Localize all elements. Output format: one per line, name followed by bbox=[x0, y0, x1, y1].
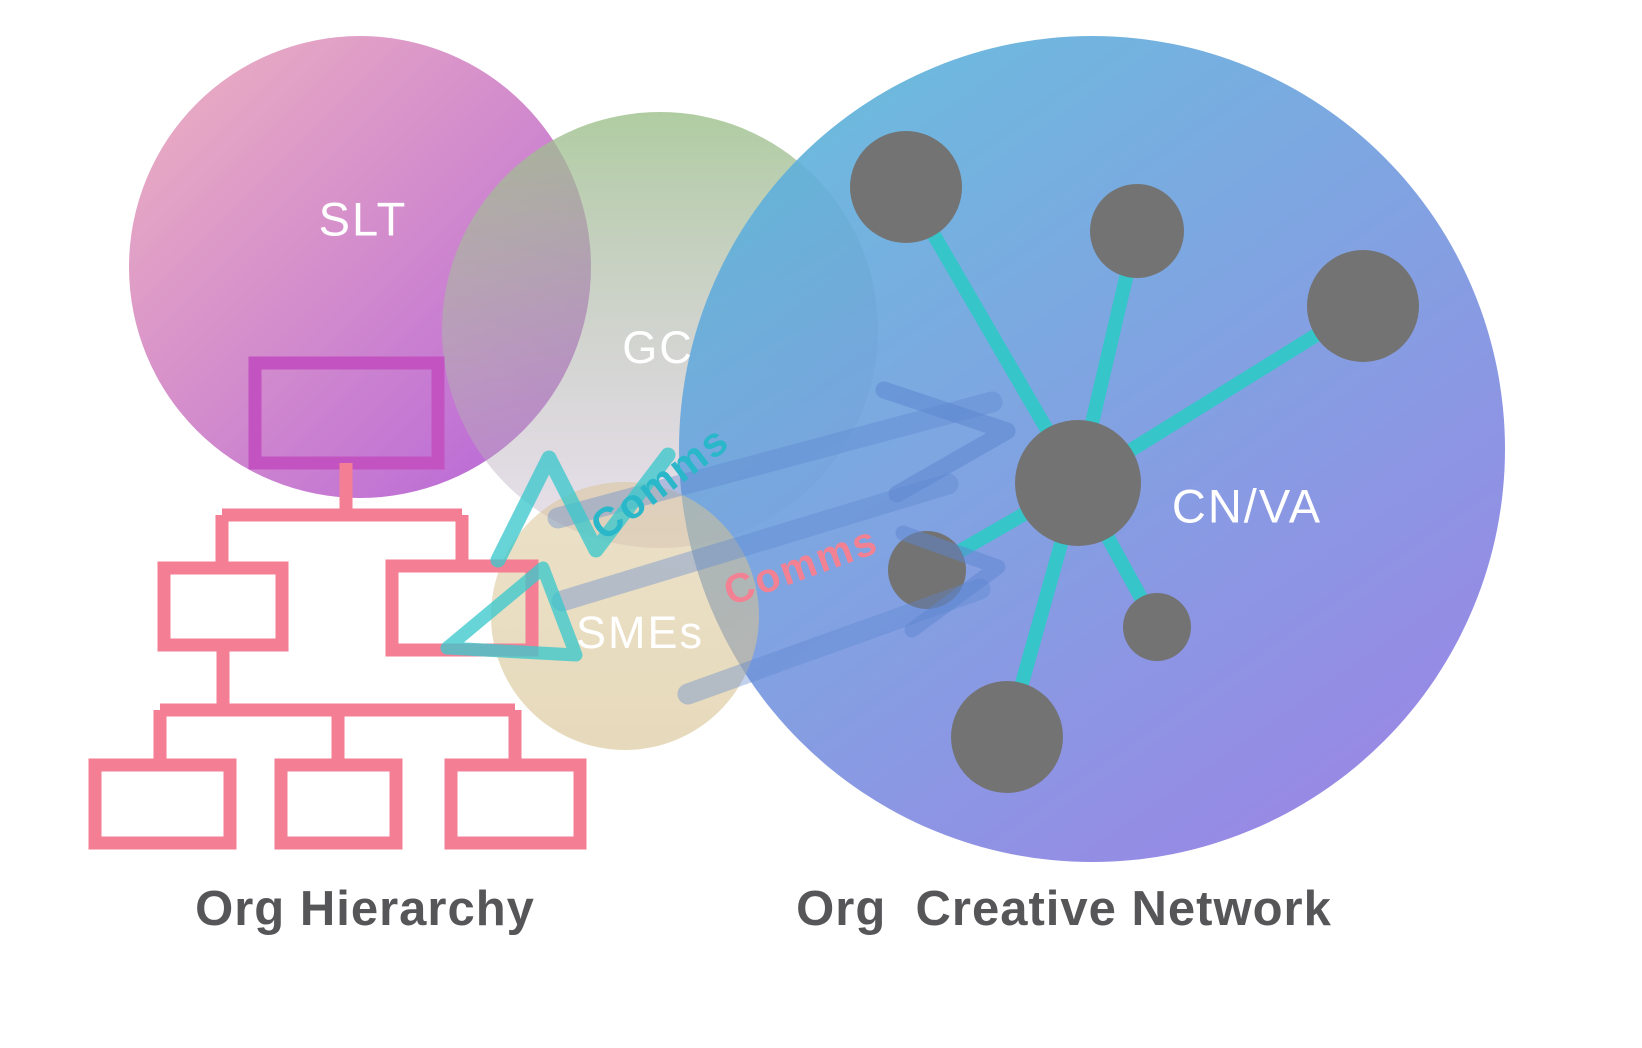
teal-arrowhead-icon bbox=[440, 561, 583, 662]
blue-arrow-shaft bbox=[551, 473, 959, 612]
cnva-label: CN/VA bbox=[1171, 479, 1323, 533]
teal-arrow-zigzag bbox=[490, 447, 676, 568]
comms-arrow-teal bbox=[440, 447, 676, 662]
network-node bbox=[850, 131, 962, 243]
network-edges bbox=[899, 180, 1370, 744]
org-chart-connector-upper bbox=[215, 463, 469, 568]
blue-arrowhead-icon bbox=[895, 525, 1006, 638]
creative-network-graph bbox=[850, 131, 1419, 793]
smes-circle bbox=[491, 482, 759, 750]
org-chart-bottom-middle-box bbox=[274, 758, 403, 850]
org-chart-connector-lower bbox=[153, 645, 522, 765]
org-chart-mid-left-box bbox=[157, 561, 289, 652]
caption-org-hierarchy: Org Hierarchy bbox=[195, 882, 535, 936]
blue-arrow-shaft bbox=[677, 578, 991, 705]
gc-label: GC bbox=[622, 322, 694, 373]
smes-label: SMEs bbox=[575, 607, 705, 658]
caption-org-creative-network: Org Creative Network bbox=[796, 882, 1332, 936]
org-chart-bottom-right-box bbox=[444, 758, 587, 850]
network-node bbox=[1123, 593, 1191, 661]
blue-arrowhead-icon bbox=[875, 381, 1016, 503]
network-node bbox=[1090, 184, 1184, 278]
org-hierarchy-chart bbox=[88, 356, 587, 850]
network-node bbox=[1307, 250, 1419, 362]
network-node bbox=[951, 681, 1063, 793]
slt-label: SLT bbox=[318, 192, 408, 246]
network-hub-node bbox=[1015, 420, 1141, 546]
org-chart-bottom-left-box bbox=[88, 758, 237, 850]
